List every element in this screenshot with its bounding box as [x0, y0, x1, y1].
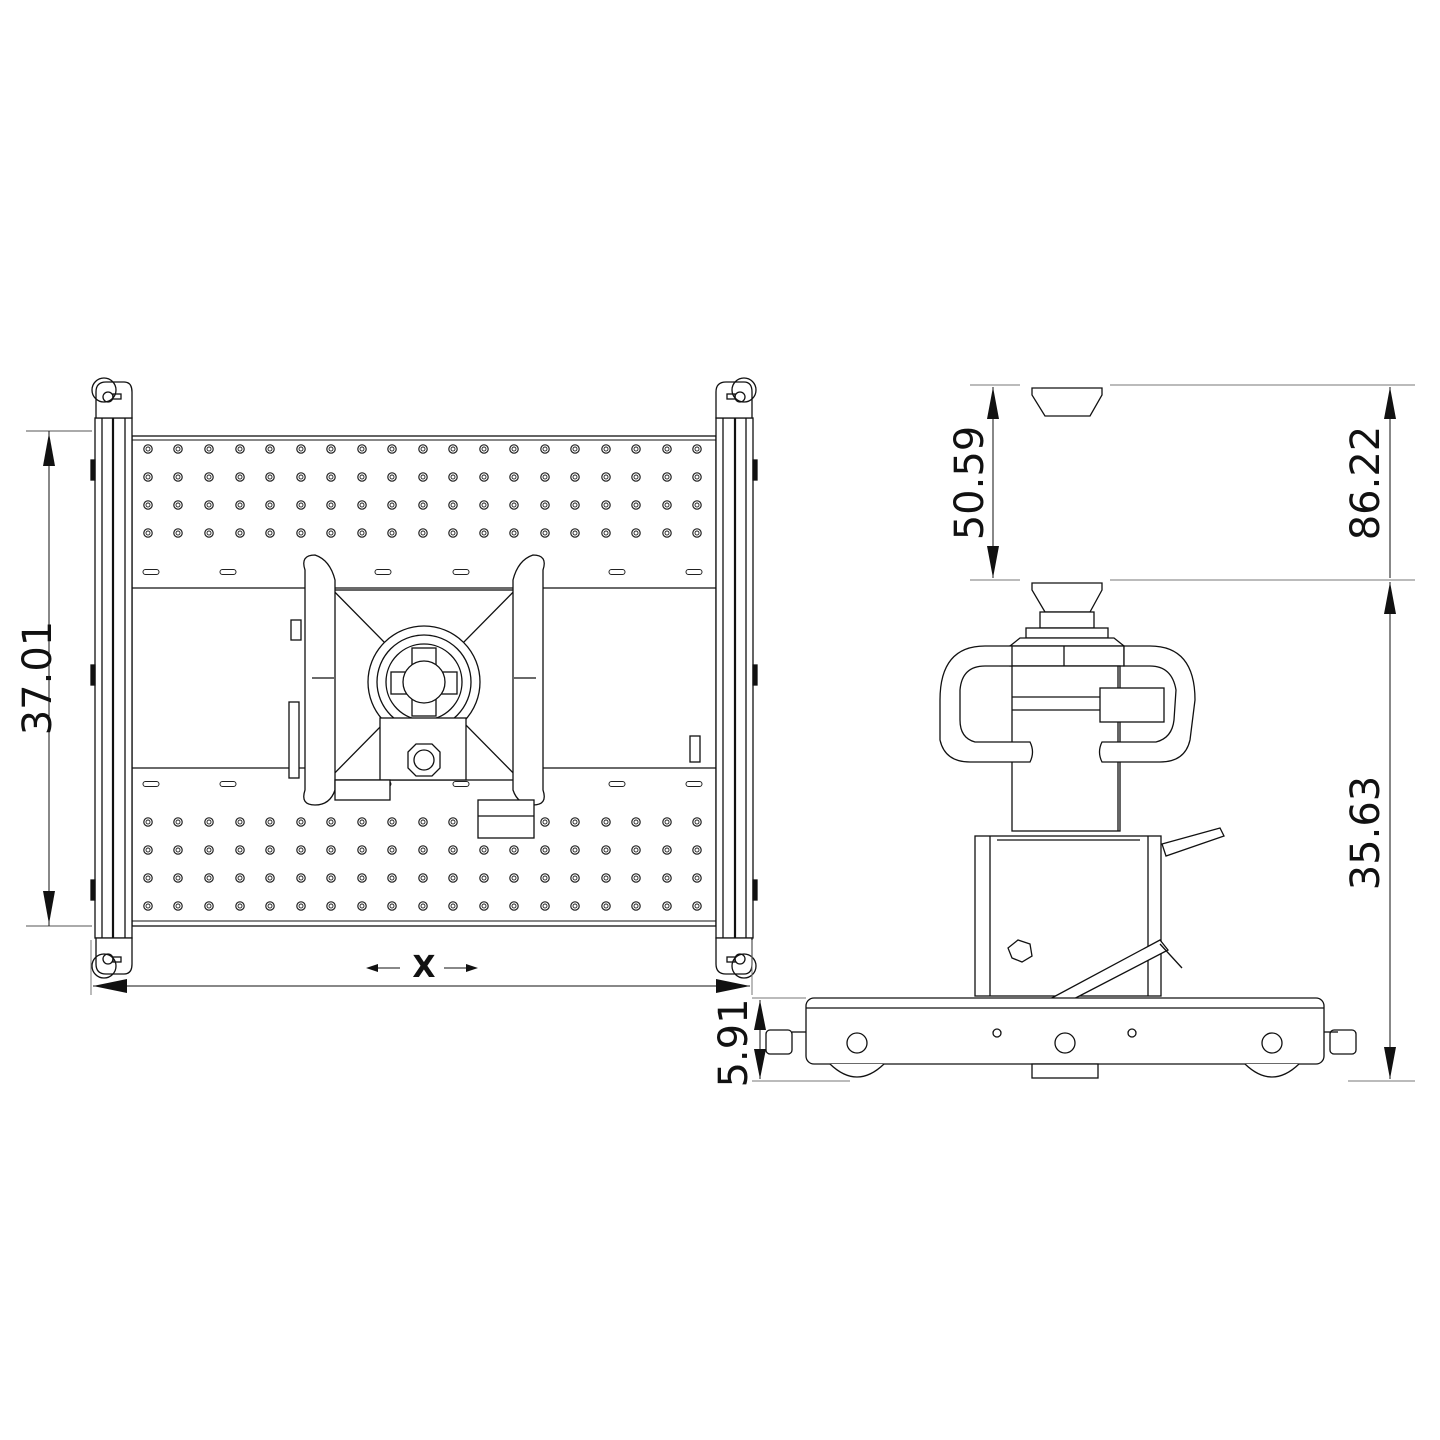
head-cap-lowered — [1031, 582, 1103, 613]
left-rail — [90, 377, 133, 979]
head-cap-raised — [1031, 387, 1103, 417]
handle-right — [1098, 645, 1196, 763]
dimension-width — [90, 940, 753, 995]
side-view — [765, 387, 1357, 1079]
battery-box — [974, 835, 1162, 997]
dimension-depth — [26, 430, 92, 927]
steering-head-top — [288, 554, 701, 839]
dimension-label-5-91: 5.91 — [711, 998, 757, 1088]
side-dimensions — [752, 384, 1415, 1082]
dimension-label-86-22: 86.22 — [1343, 425, 1389, 541]
handle-left — [939, 645, 1034, 763]
dimension-label-35-63: 35.63 — [1343, 775, 1389, 891]
dimension-label-37-01: 37.01 — [15, 620, 61, 736]
right-rail — [715, 377, 758, 979]
dimension-label-50-59: 50.59 — [947, 425, 993, 541]
top-view — [26, 377, 758, 995]
dimension-label-x: X — [412, 950, 436, 985]
